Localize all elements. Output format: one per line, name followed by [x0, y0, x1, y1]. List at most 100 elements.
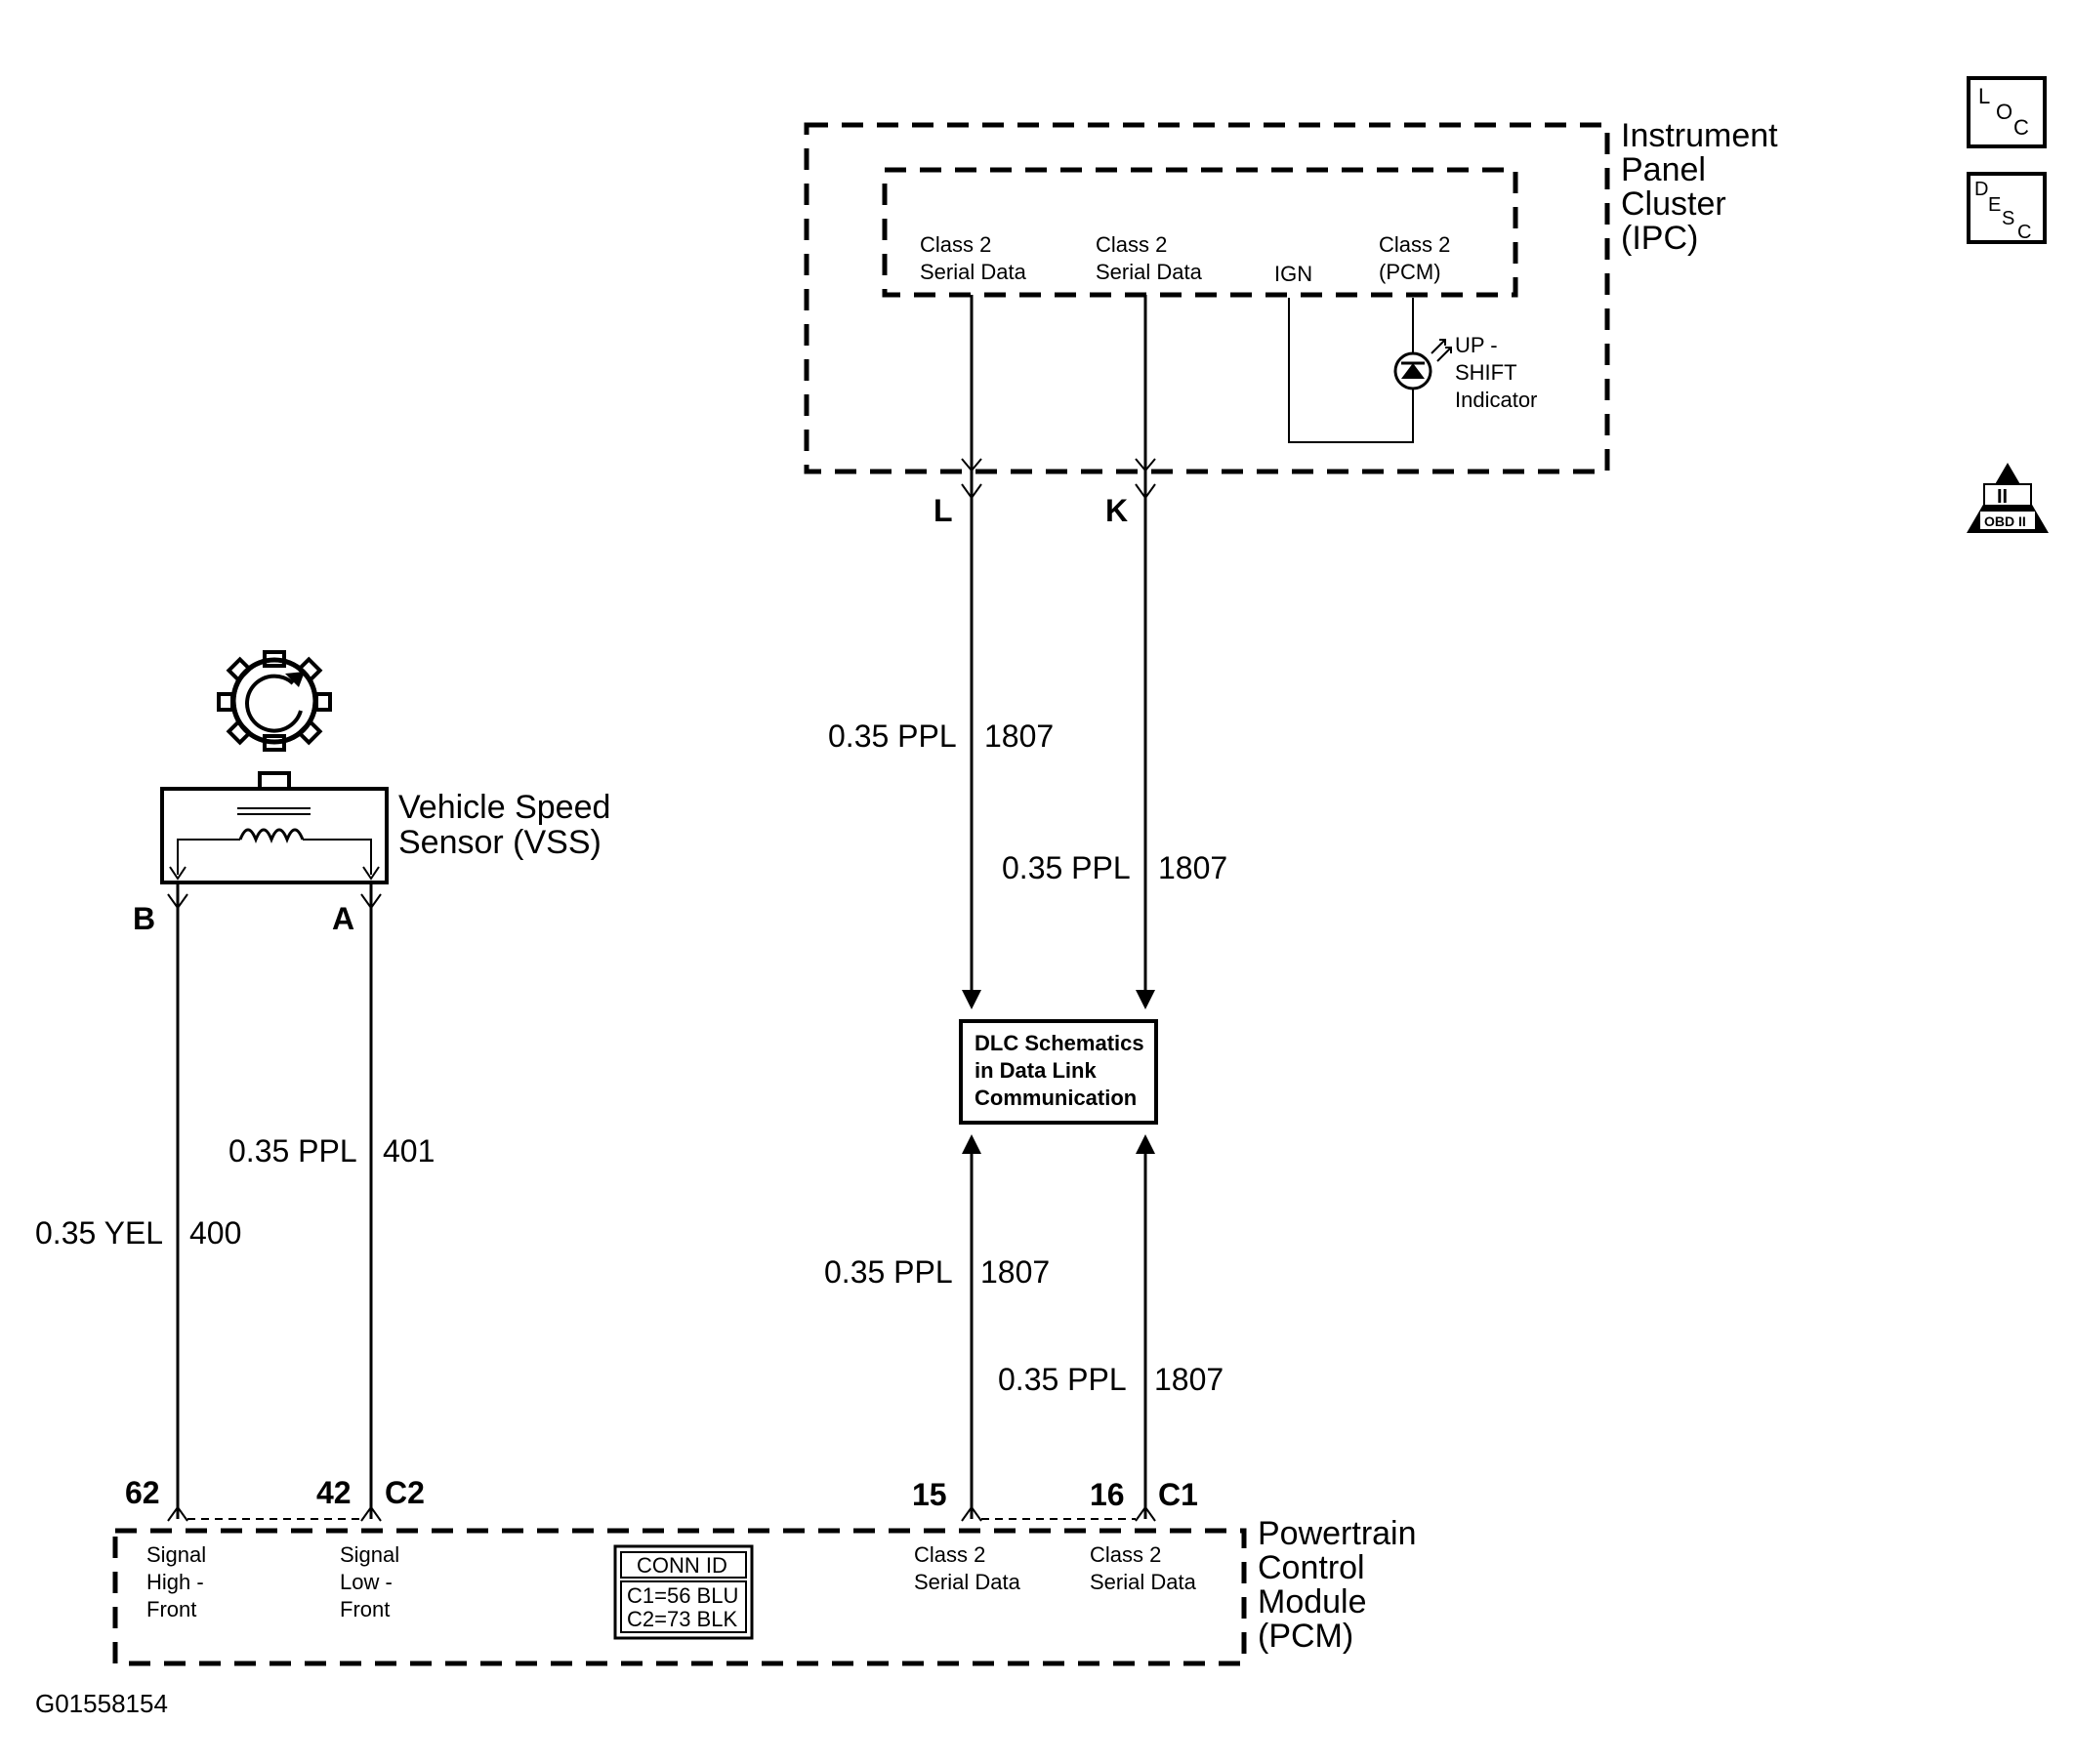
vss-title-line-1: Vehicle Speed — [398, 789, 610, 826]
dlc-label-line-3: Communication — [975, 1086, 1137, 1110]
pcm-signal-low-line-1: Signal — [340, 1542, 399, 1567]
obd-ii-icon[interactable]: II OBD II — [1967, 463, 2049, 533]
vss-internal-wire-b — [177, 839, 240, 875]
ipc-module: Instrument Panel Cluster (IPC) Class 2 S… — [804, 117, 1778, 528]
vehicle-speed-sensor: Vehicle Speed Sensor (VSS) B A — [133, 650, 610, 936]
wire-1-circuit: 1807 — [984, 718, 1054, 754]
pcm-title-line-1: Powertrain — [1258, 1515, 1417, 1552]
pcm-signal-high-line-2: High - — [146, 1570, 204, 1594]
desc-icon[interactable]: D E S C — [1967, 172, 2047, 244]
ipc-l-connector-mark — [961, 483, 982, 500]
vss-sensor-tip — [258, 771, 291, 791]
upshift-lamp-icon — [1393, 339, 1452, 390]
vss-to-pcm-wires: 0.35 PPL 401 0.35 YEL 400 — [35, 882, 435, 1522]
loc-icon-l: L — [1978, 84, 1990, 108]
pcm-title-line-2: Control — [1258, 1549, 1365, 1586]
wire-2-color: 0.35 PPL — [1002, 850, 1131, 885]
ipc-k-connector-mark — [1135, 483, 1156, 500]
wire-3-color: 0.35 PPL — [824, 1254, 953, 1290]
conn-id-line-2: C2=73 BLK — [627, 1607, 737, 1631]
vss-title-line-2: Sensor (VSS) — [398, 824, 601, 861]
wire-1-color: 0.35 PPL — [828, 718, 957, 754]
ipc-pin-serial-2-line-2: Serial Data — [1096, 260, 1203, 284]
dlc-label-line-2: in Data Link — [975, 1058, 1097, 1083]
pcm-signal-low-line-2: Low - — [340, 1570, 393, 1594]
wire-6-color: 0.35 YEL — [35, 1215, 163, 1251]
conn-id-line-1: C1=56 BLU — [627, 1583, 738, 1608]
vss-a-pin-arrow — [362, 866, 380, 881]
arrow-from-pcm-right — [1136, 1134, 1155, 1154]
conn-id-box: CONN ID C1=56 BLU C2=73 BLK — [613, 1544, 754, 1640]
wire-5-circuit: 401 — [383, 1133, 435, 1169]
pcm-15-connector-mark — [961, 1505, 982, 1522]
conn-id-header-frame — [620, 1551, 747, 1579]
vss-connector-a: A — [332, 901, 354, 936]
ipc-title-line-1: Instrument — [1621, 117, 1778, 154]
ipc-title-line-2: Panel — [1621, 151, 1706, 188]
ipc-outer-boundary — [804, 122, 1610, 474]
pcm-conn-c1: C1 — [1158, 1477, 1198, 1512]
vss-internal-wire-a — [303, 839, 372, 875]
conn-id-body-frame — [620, 1580, 747, 1633]
wire-6-circuit: 400 — [189, 1215, 241, 1251]
dlc-label-line-1: DLC Schematics — [975, 1031, 1144, 1055]
wire-2-circuit: 1807 — [1158, 850, 1227, 885]
ipc-k-pin-arrow — [1135, 458, 1156, 472]
wire-3-circuit: 1807 — [980, 1254, 1050, 1290]
reluctor-wheel-icon — [217, 650, 332, 752]
obd-icon-top: II — [1997, 486, 2008, 508]
pcm-module: 62 42 C2 15 16 C1 Signal High - Front Si… — [112, 1475, 1417, 1666]
ipc-title-line-3: Cluster — [1621, 185, 1726, 223]
pcm-pin-42: 42 — [316, 1475, 352, 1510]
figure-id: G01558154 — [35, 1689, 168, 1718]
arrow-from-pcm-left — [962, 1134, 981, 1154]
pcm-title-line-3: Module — [1258, 1583, 1367, 1620]
wire-4-color: 0.35 PPL — [998, 1362, 1127, 1397]
pcm-title-line-4: (PCM) — [1258, 1618, 1353, 1655]
pcm-16-connector-mark — [1135, 1505, 1156, 1522]
pcm-signal-low-line-3: Front — [340, 1597, 390, 1621]
ipc-l-pin-arrow — [961, 458, 982, 472]
upshift-label-line-2: SHIFT — [1455, 360, 1517, 385]
pcm-pin-16: 16 — [1090, 1477, 1125, 1512]
pcm-serial-data-1-line-2: Serial Data — [914, 1570, 1021, 1594]
vss-connector-b: B — [133, 901, 155, 936]
pcm-boundary — [112, 1528, 1247, 1666]
ipc-connector-k: K — [1105, 493, 1128, 528]
dlc-box-frame — [959, 1019, 1158, 1125]
pcm-to-dlc-wires: 0.35 PPL 1807 0.35 PPL 1807 — [824, 1134, 1224, 1522]
ipc-inner-boundary — [882, 167, 1518, 298]
upshift-label-line-1: UP - — [1455, 333, 1498, 357]
pcm-serial-data-2-line-1: Class 2 — [1090, 1542, 1161, 1567]
pcm-42-connector-mark — [360, 1505, 382, 1522]
pcm-conn-c2: C2 — [385, 1475, 425, 1510]
pcm-serial-data-2-line-2: Serial Data — [1090, 1570, 1197, 1594]
pcm-serial-data-1-line-1: Class 2 — [914, 1542, 985, 1567]
desc-icon-s: S — [2002, 208, 2014, 229]
ipc-pin-serial-1-line-1: Class 2 — [920, 232, 991, 257]
loc-icon-o: O — [1996, 100, 2012, 124]
ipc-connector-l: L — [933, 493, 953, 528]
arrow-into-dlc-right — [1136, 990, 1155, 1009]
ipc-pin-pcm-line-2: (PCM) — [1379, 260, 1441, 284]
dlc-box: DLC Schematics in Data Link Communicatio… — [959, 1019, 1158, 1125]
obd-icon-bottom: OBD II — [1984, 513, 2026, 529]
vss-b-pin-arrow — [169, 866, 187, 881]
loc-icon-c: C — [2013, 115, 2029, 140]
ipc-title-line-4: (IPC) — [1621, 220, 1698, 257]
conn-id-header: CONN ID — [637, 1553, 727, 1578]
wire-5-color: 0.35 PPL — [228, 1133, 357, 1169]
pcm-signal-high-line-3: Front — [146, 1597, 196, 1621]
pcm-pin-62: 62 — [125, 1475, 160, 1510]
pcm-signal-high-line-1: Signal — [146, 1542, 206, 1567]
desc-icon-e: E — [1988, 194, 2001, 216]
pcm-62-connector-mark — [167, 1505, 188, 1522]
ipc-pin-serial-1-line-2: Serial Data — [920, 260, 1027, 284]
ipc-pin-serial-2-line-1: Class 2 — [1096, 232, 1167, 257]
loc-icon[interactable]: L O C — [1967, 76, 2047, 148]
ipc-pin-pcm-line-1: Class 2 — [1379, 232, 1450, 257]
ipc-pin-ign: IGN — [1274, 262, 1312, 286]
ipc-to-dlc-wires: 0.35 PPL 1807 0.35 PPL 1807 — [828, 295, 1227, 1009]
desc-icon-d: D — [1974, 179, 1988, 200]
